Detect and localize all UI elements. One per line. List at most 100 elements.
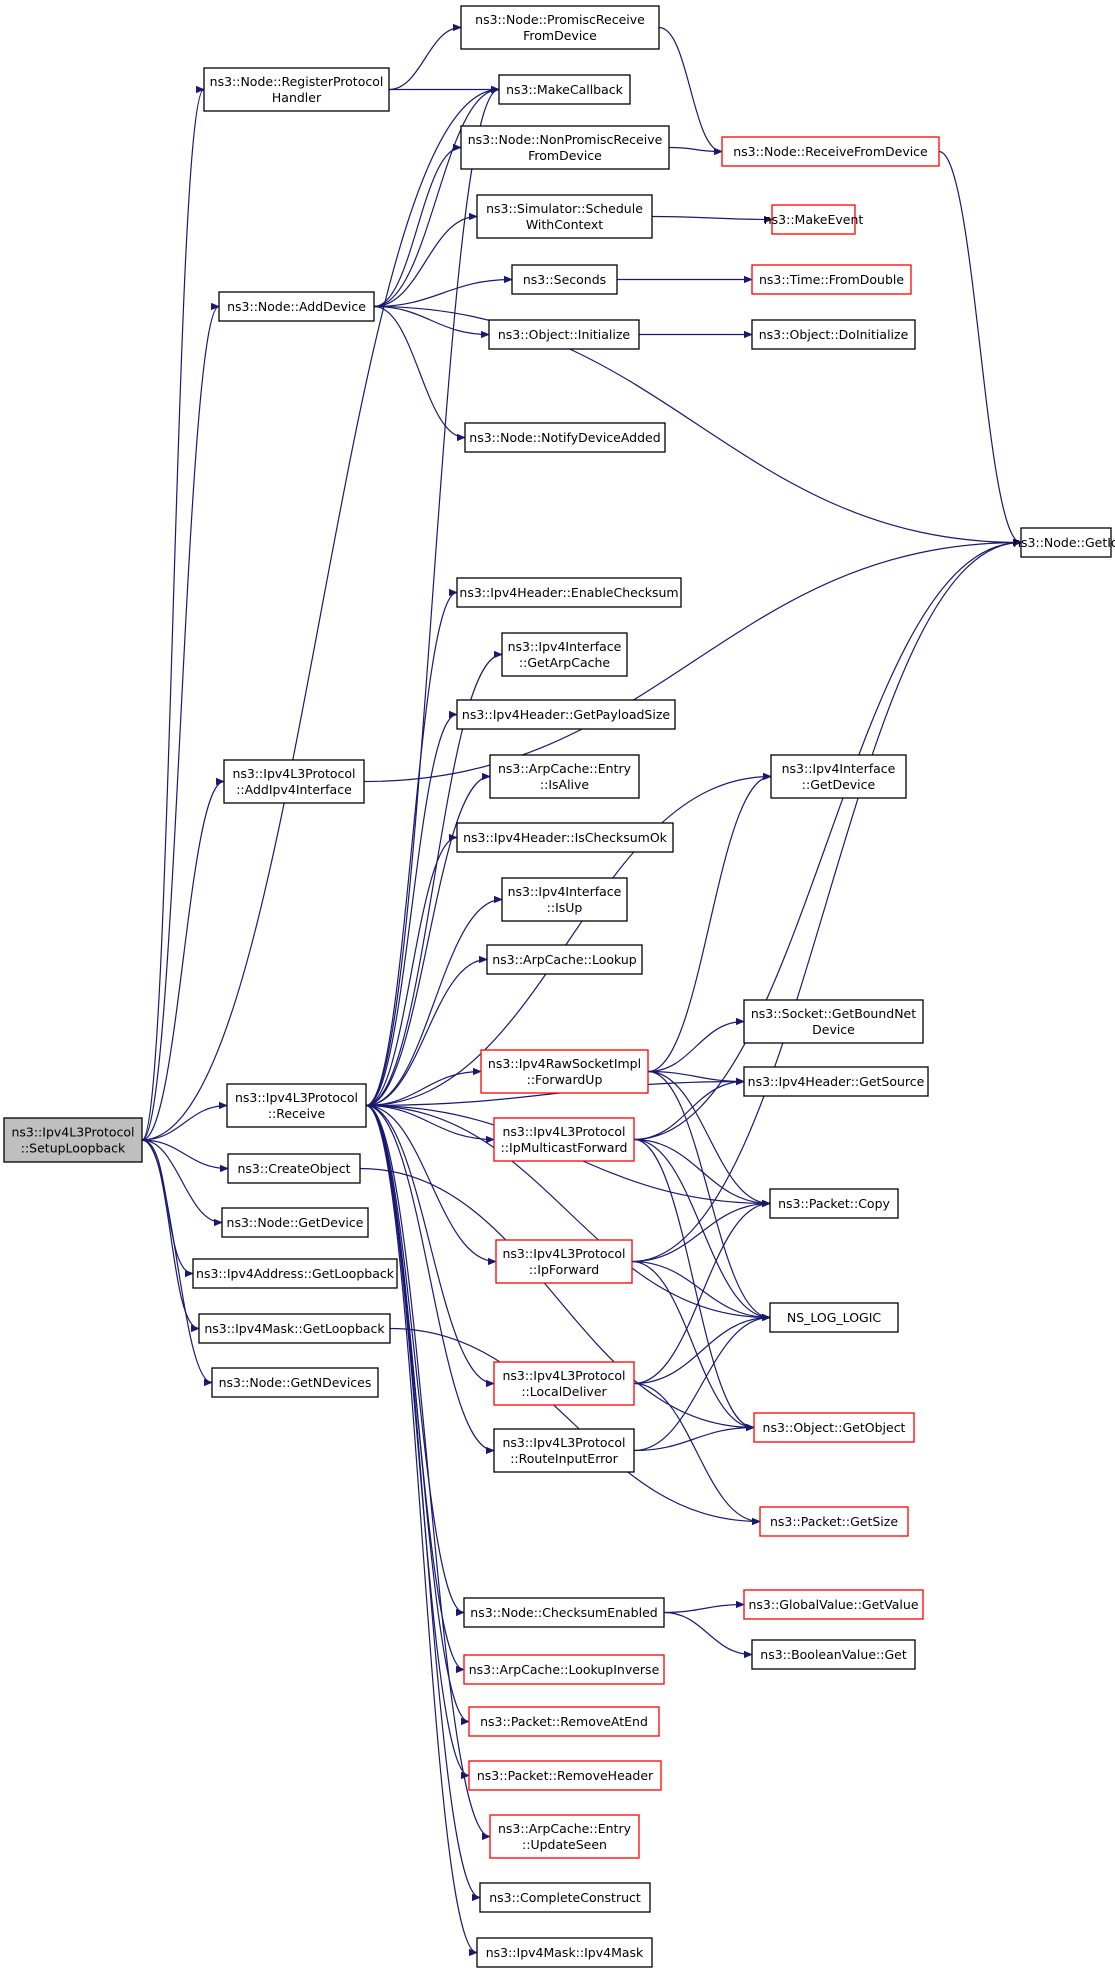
node-ns3-globalvalue-getvalue[interactable]: ns3::GlobalValue::GetValue (743, 1589, 924, 1620)
node-ns3-seconds[interactable]: ns3::Seconds (511, 264, 618, 295)
node-box (480, 1049, 649, 1094)
node-label-line: ns3::ArpCache::Entry (498, 761, 632, 776)
node-label-line: ns3::Ipv4Mask::Ipv4Mask (486, 1945, 644, 1960)
node-label-line: ns3::BooleanValue::Get (760, 1647, 907, 1662)
edge-n6-to-n10 (373, 280, 512, 308)
node-label-line: ::GetDevice (802, 777, 876, 792)
edge-n17-to-n44 (365, 1104, 478, 1953)
node-ns3-object-doinitialize[interactable]: ns3::Object::DoInitialize (751, 319, 916, 350)
edge-n0-to-n15 (141, 782, 225, 1141)
edge-n32-to-n35 (633, 1382, 760, 1522)
node-ns3-ipv4l3protocol-localdeliver[interactable]: ns3::Ipv4L3Protocol::LocalDeliver (493, 1361, 635, 1406)
node-ns3-object-initialize[interactable]: ns3::Object::Initialize (488, 319, 640, 350)
node-label-line: ns3::Packet::RemoveAtEnd (480, 1714, 648, 1729)
node-box (476, 1937, 653, 1968)
node-ns3-packet-removeatend[interactable]: ns3::Packet::RemoveAtEnd (468, 1706, 660, 1737)
node-ns3-ipv4l3protocol-addipv4interface[interactable]: ns3::Ipv4L3Protocol::AddIpv4Interface (223, 759, 365, 804)
edge-n0-to-n46 (141, 1139, 222, 1223)
node-box (468, 1706, 660, 1737)
node-ns3-packet-removeheader[interactable]: ns3::Packet::RemoveHeader (468, 1760, 662, 1791)
node-ns3-ipv4mask-ipv4mask[interactable]: ns3::Ipv4Mask::Ipv4Mask (476, 1937, 653, 1968)
edge-n45-to-n33 (359, 1167, 754, 1428)
node-label-line: ::SetupLoopback (21, 1141, 126, 1156)
node-label-line: ns3::CompleteConstruct (489, 1890, 641, 1905)
node-ns3-node-adddevice[interactable]: ns3::Node::AddDevice (218, 291, 375, 322)
node-box (498, 74, 631, 105)
node-ns3-node-getid[interactable]: ns3::Node::GetId (1013, 527, 1115, 558)
node-label-line: FromDevice (523, 28, 597, 43)
node-box (486, 944, 643, 975)
node-box (460, 5, 660, 50)
node-ns3-node-checksumenabled[interactable]: ns3::Node::ChecksumEnabled (463, 1597, 665, 1628)
edge-n30-to-n31 (631, 1260, 770, 1318)
node-ns3-time-fromdouble[interactable]: ns3::Time::FromDouble (751, 264, 912, 295)
node-ns3-makeevent[interactable]: ns3::MakeEvent (764, 204, 864, 235)
node-box (221, 1207, 369, 1238)
edge-n0-to-n48 (141, 1139, 200, 1329)
edge-n0-to-n6 (141, 307, 220, 1141)
node-ns3-completeconstruct[interactable]: ns3::CompleteConstruct (479, 1882, 651, 1913)
node-box (211, 1367, 379, 1398)
node-box (203, 67, 390, 112)
node-ns3-ipv4address-getloopback[interactable]: ns3::Ipv4Address::GetLoopback (192, 1258, 398, 1289)
edge-n34-to-n33 (633, 1428, 754, 1452)
node-ns3-ipv4interface-isup[interactable]: ns3::Ipv4Interface::IsUp (501, 877, 628, 922)
node-ns3-ipv4header-enablechecksum[interactable]: ns3::Ipv4Header::EnableChecksum (456, 577, 682, 608)
node-ns3-node-getndevices[interactable]: ns3::Node::GetNDevices (211, 1367, 379, 1398)
node-box (501, 632, 628, 677)
edge-n6-to-n7 (373, 148, 462, 308)
node-ns3-ipv4header-getsource[interactable]: ns3::Ipv4Header::GetSource (743, 1066, 929, 1097)
node-ns3-createobject[interactable]: ns3::CreateObject (227, 1153, 361, 1184)
edge-n17-to-n32 (365, 1104, 494, 1384)
node-ns3-ipv4l3protocol-ipmulticastforward[interactable]: ns3::Ipv4L3Protocol::IpMulticastForward (493, 1117, 635, 1162)
node-ns3-ipv4l3protocol-setuploopback[interactable]: ns3::Ipv4L3Protocol::SetupLoopback (3, 1117, 143, 1163)
node-ns3-makecallback[interactable]: ns3::MakeCallback (498, 74, 631, 105)
node-label-line: ns3::Simulator::Schedule (486, 201, 643, 216)
node-ns3-arpcache-lookup[interactable]: ns3::ArpCache::Lookup (486, 944, 643, 975)
node-box (456, 822, 674, 853)
node-ns-log-logic[interactable]: NS_LOG_LOGIC (769, 1302, 899, 1333)
node-box (501, 877, 628, 922)
edge-n28-to-n5 (633, 543, 1021, 1141)
node-ns3-node-receivefromdevice[interactable]: ns3::Node::ReceiveFromDevice (721, 136, 940, 167)
node-ns3-node-getdevice[interactable]: ns3::Node::GetDevice (221, 1207, 369, 1238)
node-ns3-ipv4l3protocol-routeinputerror[interactable]: ns3::Ipv4L3Protocol::RouteInputError (493, 1428, 635, 1473)
node-ns3-arpcache-lookupinverse[interactable]: ns3::ArpCache::LookupInverse (463, 1654, 665, 1685)
node-label-line: ns3::Ipv4L3Protocol (502, 1124, 625, 1139)
node-label-line: ns3::Node::GetId (1013, 535, 1115, 550)
node-box (468, 1760, 662, 1791)
node-ns3-node-notifydeviceadded[interactable]: ns3::Node::NotifyDeviceAdded (464, 422, 666, 453)
node-ns3-packet-copy[interactable]: ns3::Packet::Copy (769, 1188, 899, 1219)
node-ns3-ipv4interface-getdevice[interactable]: ns3::Ipv4Interface::GetDevice (770, 754, 907, 799)
edge-n4-to-n5 (938, 150, 1022, 543)
node-box (460, 125, 670, 170)
edge-n32-to-n31 (633, 1318, 770, 1385)
node-ns3-ipv4l3protocol-ipforward[interactable]: ns3::Ipv4L3Protocol::IpForward (495, 1239, 633, 1284)
node-box (218, 291, 375, 322)
node-box (721, 136, 940, 167)
node-label-line: ns3::Ipv4L3Protocol (235, 1090, 358, 1105)
node-label-line: ns3::Ipv4L3Protocol (232, 766, 355, 781)
node-box (751, 1639, 916, 1670)
node-ns3-ipv4l3protocol-receive[interactable]: ns3::Ipv4L3Protocol::Receive (226, 1083, 367, 1128)
node-ns3-ipv4header-ischecksumok[interactable]: ns3::Ipv4Header::IsChecksumOk (456, 822, 674, 853)
node-ns3-ipv4header-getpayloadsize[interactable]: ns3::Ipv4Header::GetPayloadSize (456, 699, 676, 730)
node-ns3-arpcache-entry-updateseen[interactable]: ns3::ArpCache::Entry::UpdateSeen (489, 1814, 640, 1859)
node-ns3-ipv4interface-getarpcache[interactable]: ns3::Ipv4Interface::GetArpCache (501, 632, 628, 677)
edge-n0-to-n49 (141, 1139, 213, 1383)
node-label-line: ns3::MakeCallback (506, 82, 624, 97)
node-ns3-packet-getsize[interactable]: ns3::Packet::GetSize (759, 1506, 909, 1537)
node-ns3-ipv4mask-getloopback[interactable]: ns3::Ipv4Mask::GetLoopback (198, 1313, 391, 1344)
node-ns3-booleanvalue-get[interactable]: ns3::BooleanValue::Get (751, 1639, 916, 1670)
node-ns3-object-getobject[interactable]: ns3::Object::GetObject (753, 1412, 915, 1443)
edge-n28-to-n29 (633, 1138, 770, 1204)
edge-n6-to-n12 (373, 305, 489, 335)
node-ns3-arpcache-entry-isalive[interactable]: ns3::ArpCache::Entry::IsAlive (489, 754, 640, 799)
edge-n0-to-n45 (141, 1139, 228, 1169)
node-ns3-ipv4rawsocketimpl-forwardup[interactable]: ns3::Ipv4RawSocketImpl::ForwardUp (480, 1049, 649, 1094)
